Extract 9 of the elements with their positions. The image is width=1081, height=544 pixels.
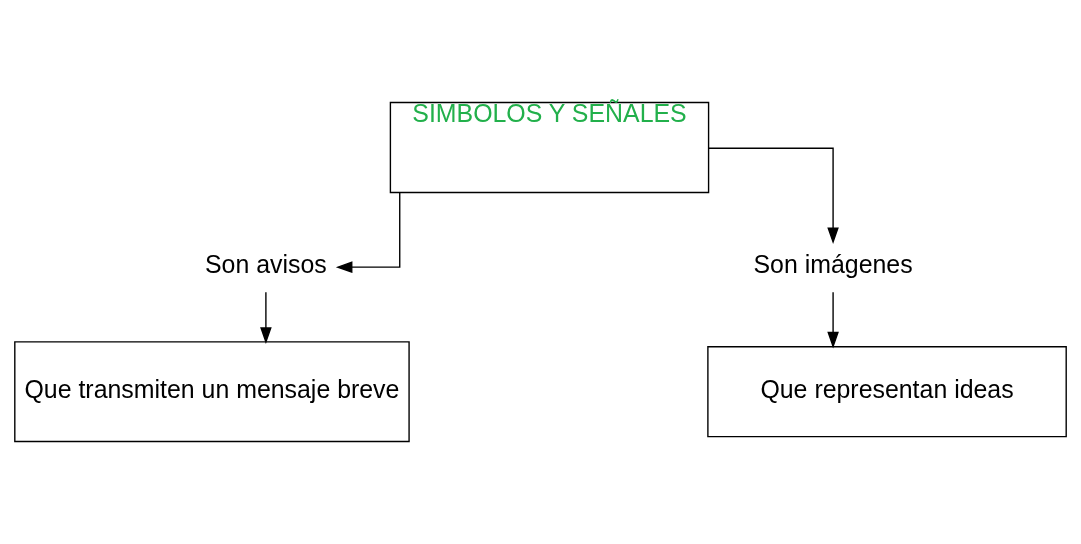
arrow	[335, 192, 401, 273]
node-text: Son avisos	[205, 250, 327, 279]
arrow	[708, 147, 839, 244]
arrow	[260, 291, 272, 344]
node-box: Que representan ideas	[707, 346, 1067, 438]
node-box: Que transmiten un mensaje breve	[14, 341, 410, 443]
arrow	[827, 291, 839, 349]
node-box: SIMBOLOS Y SEÑALES	[389, 101, 710, 194]
node-text: Son imágenes	[753, 250, 913, 279]
